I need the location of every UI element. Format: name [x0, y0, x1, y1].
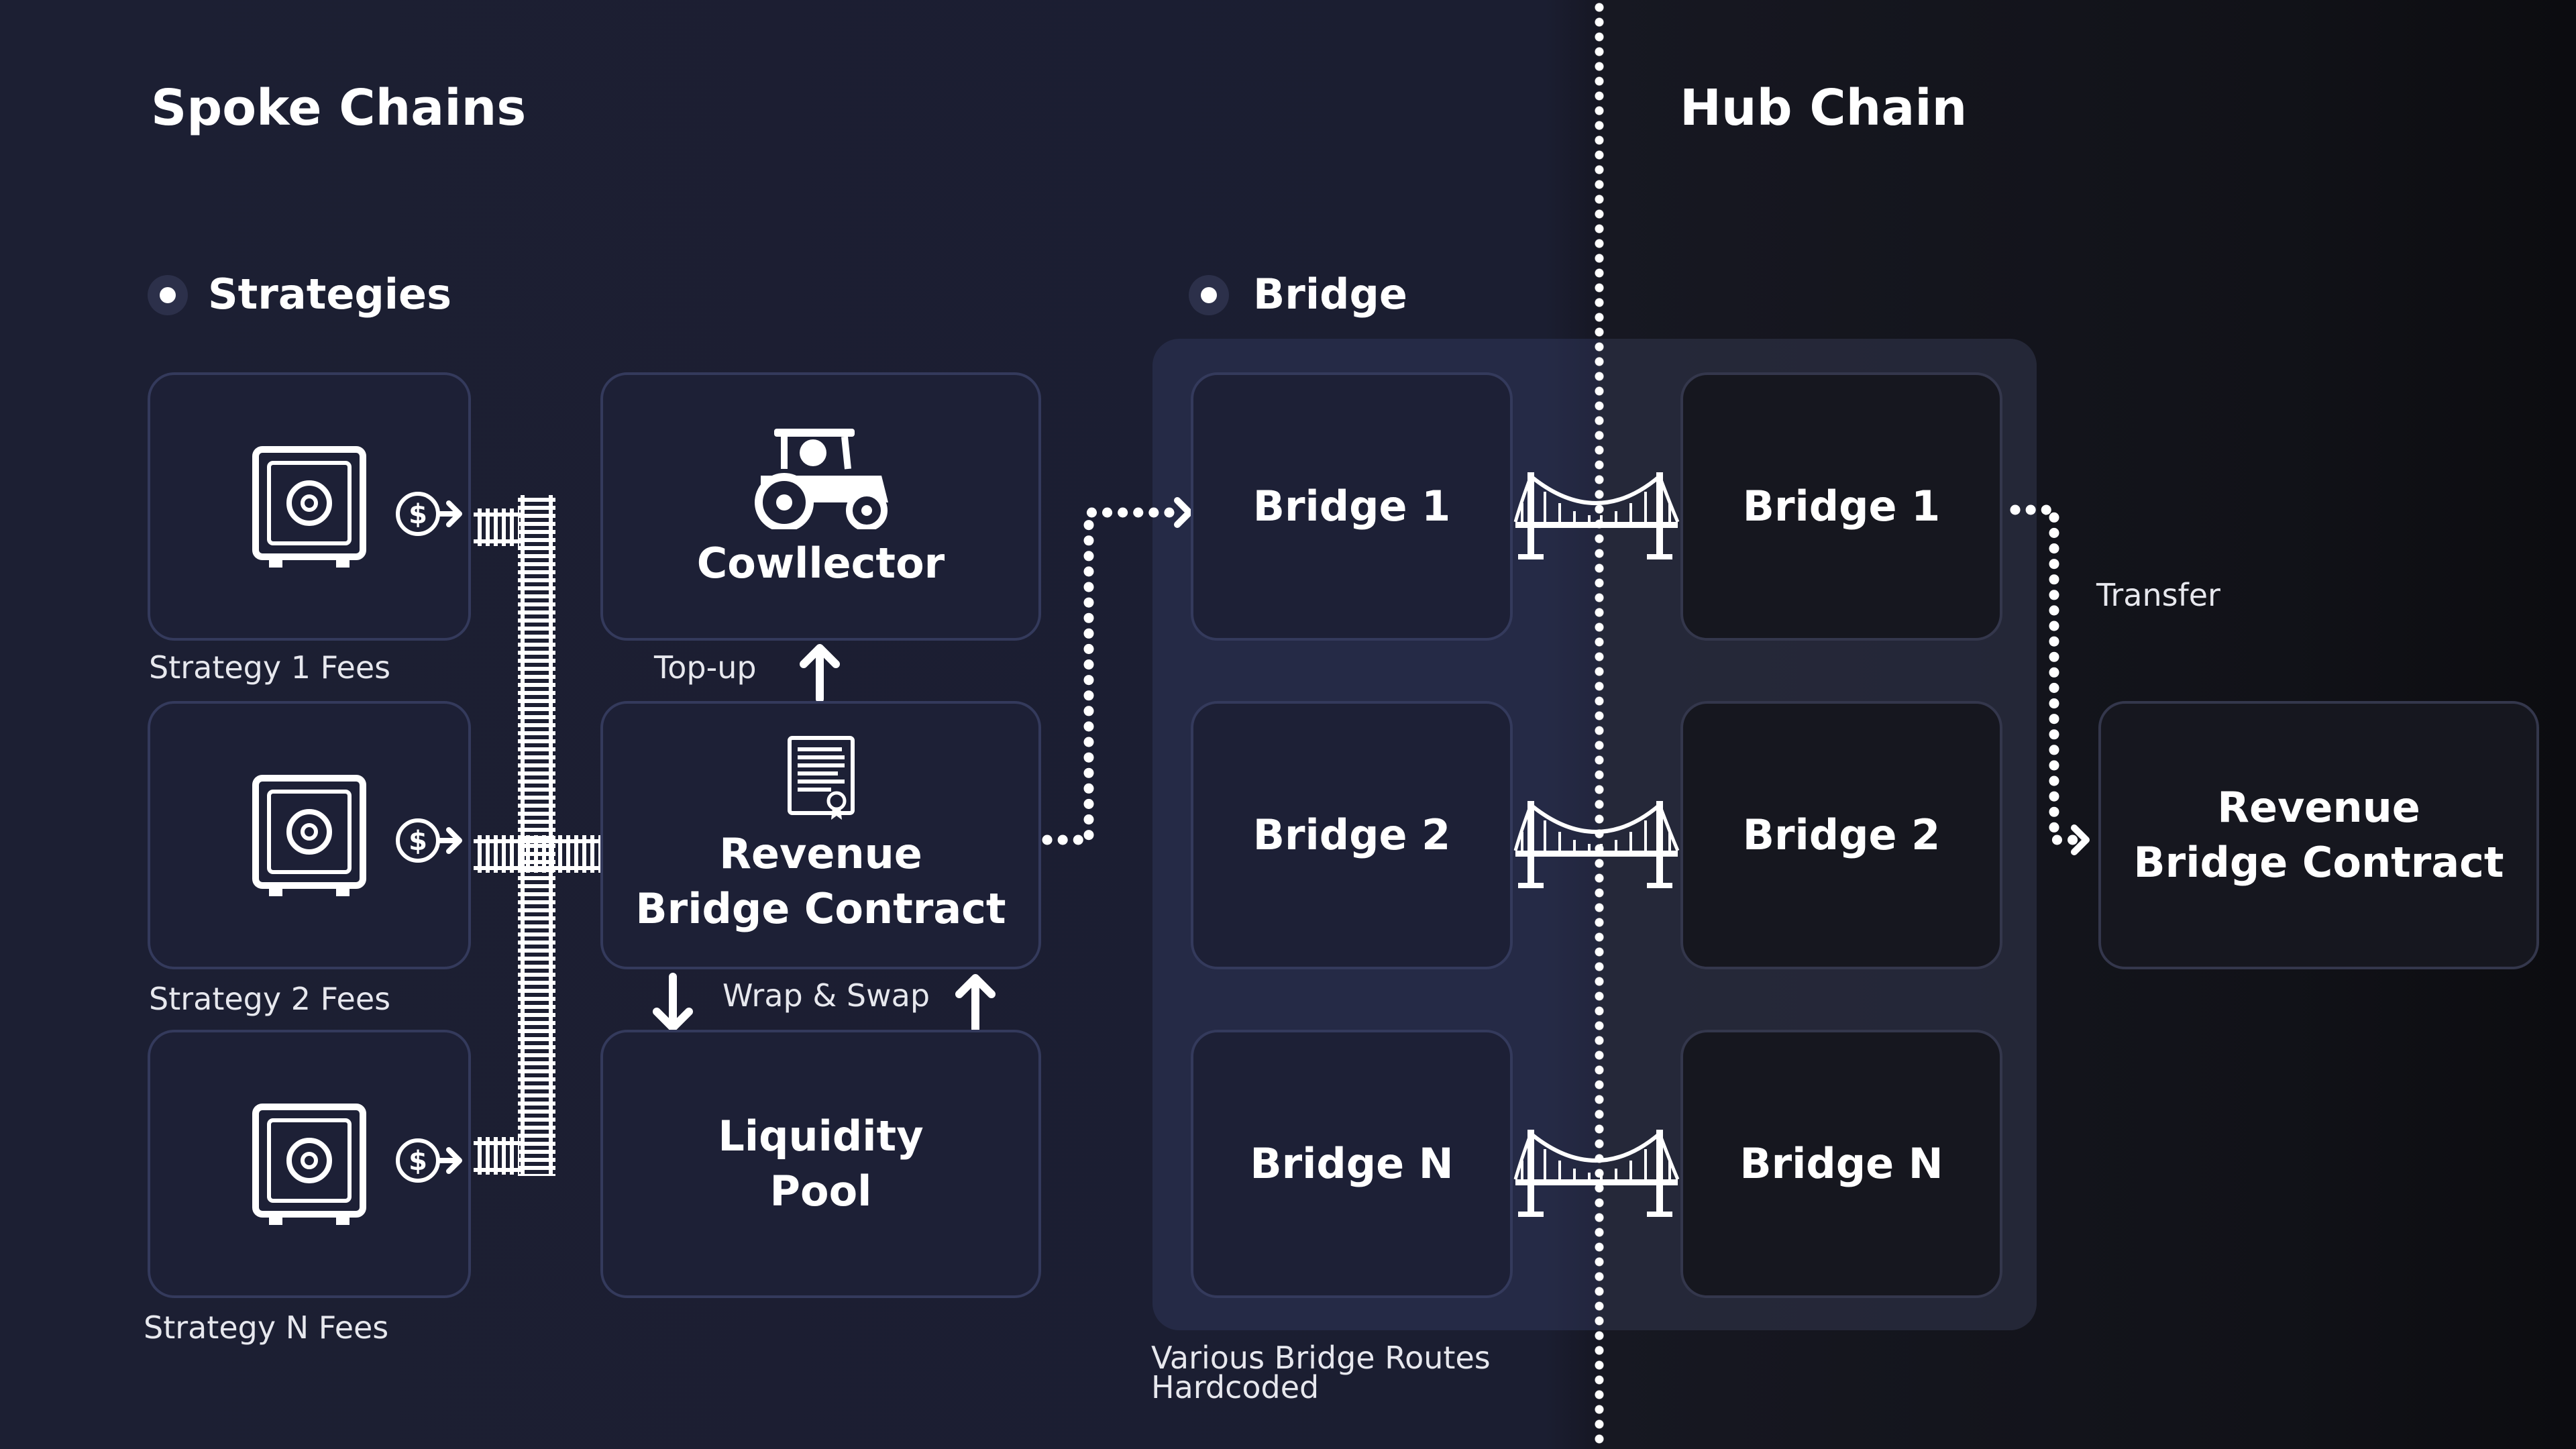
revenue-contract-spoke-line2: Bridge Contract	[635, 884, 1006, 933]
bridge-2-hub-label: Bridge 2	[1742, 810, 1941, 859]
bridge-routes-note: Various Bridge Routes Hardcoded	[1151, 1340, 1491, 1405]
arrow-up-icon	[800, 644, 840, 703]
suspension-bridge-icon	[1513, 801, 1680, 888]
bridge-1-spoke-box: Bridge 1	[1191, 372, 1513, 641]
dollar-coin-arrow-icon: $	[396, 818, 462, 863]
strategies-section-title: Strategies	[208, 270, 451, 319]
bridge-routes-note-line1: Various Bridge Routes	[1151, 1340, 1491, 1376]
wrap-swap-label: Wrap & Swap	[722, 977, 930, 1014]
suspension-bridge-icon	[1513, 472, 1680, 559]
revenue-contract-spoke-line1: Revenue	[719, 829, 922, 878]
bridge-routes-note-line2: Hardcoded	[1151, 1369, 1320, 1405]
topup-label: Top-up	[654, 649, 757, 686]
strategy-1-box	[148, 372, 471, 641]
bridge-1-hub-box: Bridge 1	[1680, 372, 2002, 641]
strategy-2-box	[148, 701, 471, 969]
suspension-bridge-icon	[1513, 1130, 1680, 1217]
spoke-chains-heading: Spoke Chains	[151, 79, 527, 137]
dotted-flow-arrow	[2010, 504, 2090, 855]
bridge-n-hub-box: Bridge N	[1680, 1030, 2002, 1298]
strategy-n-box	[148, 1030, 471, 1298]
liquidity-pool-line1: Liquidity	[718, 1112, 924, 1161]
liquidity-pool-box: Liquidity Pool	[600, 1030, 1041, 1298]
bridge-2-spoke-box: Bridge 2	[1191, 701, 1513, 969]
safe-icon	[252, 446, 366, 568]
dotted-flow-arrow	[1042, 497, 1193, 845]
bridge-1-spoke-label: Bridge 1	[1252, 482, 1451, 531]
contract-document-icon	[787, 736, 855, 820]
bridge-n-spoke-label: Bridge N	[1250, 1139, 1454, 1188]
strategy-1-fees-label: Strategy 1 Fees	[149, 649, 391, 686]
hub-chain-heading: Hub Chain	[1680, 79, 1968, 137]
revenue-bridge-contract-hub-box: Revenue Bridge Contract	[2098, 701, 2539, 969]
strategy-2-fees-label: Strategy 2 Fees	[149, 981, 391, 1017]
bridge-n-spoke-box: Bridge N	[1191, 1030, 1513, 1298]
svg-text:$: $	[409, 826, 427, 857]
bridge-n-hub-label: Bridge N	[1739, 1139, 1943, 1188]
arrow-up-icon	[955, 974, 996, 1033]
bridge-1-hub-label: Bridge 1	[1742, 482, 1941, 531]
cowllector-title: Cowllector	[696, 539, 945, 588]
cowllector-box: Cowllector	[600, 372, 1041, 641]
safe-icon	[252, 775, 366, 896]
tractor-icon	[754, 429, 888, 529]
revenue-bridge-contract-spoke-box: Revenue Bridge Contract	[600, 701, 1041, 969]
bridge-bullet-icon	[1189, 275, 1229, 315]
revenue-contract-hub-line2: Bridge Contract	[2133, 838, 2504, 887]
bridge-2-spoke-label: Bridge 2	[1252, 810, 1451, 859]
strategies-bullet-icon	[148, 275, 188, 315]
svg-text:$: $	[409, 1146, 427, 1177]
strategy-n-fees-label: Strategy N Fees	[144, 1309, 389, 1346]
transfer-label: Transfer	[2096, 577, 2220, 613]
bridge-section-title: Bridge	[1253, 270, 1407, 319]
revenue-contract-hub-line1: Revenue	[2217, 783, 2420, 832]
bridge-2-hub-box: Bridge 2	[1680, 701, 2002, 969]
arrow-down-icon	[653, 973, 693, 1032]
dollar-coin-arrow-icon: $	[396, 492, 462, 536]
liquidity-pool-line2: Pool	[769, 1167, 872, 1216]
svg-text:$: $	[409, 499, 427, 530]
dollar-coin-arrow-icon: $	[396, 1138, 462, 1183]
safe-icon	[252, 1104, 366, 1225]
railway-track-icon	[474, 495, 604, 1176]
chain-divider-line	[1591, 0, 1607, 1449]
